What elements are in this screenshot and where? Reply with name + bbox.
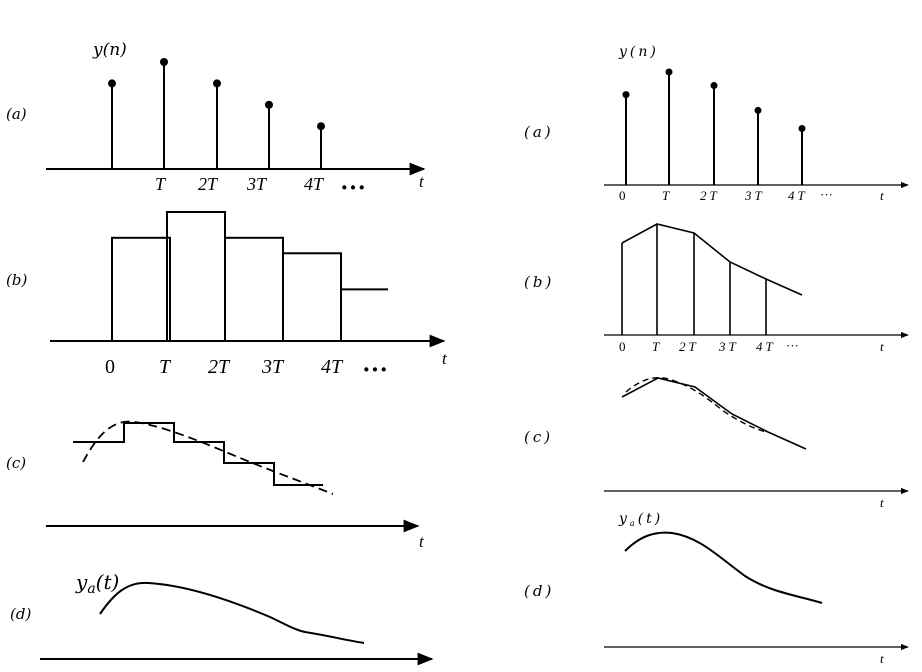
left-a-sample-dot-3 bbox=[265, 100, 273, 109]
right-panel-d-analog-curve bbox=[624, 531, 823, 604]
right-panel-d-axis-label: t bbox=[880, 651, 884, 666]
right-panel-c-dashed-curve bbox=[625, 376, 767, 433]
left-panel-a-axis-label: t bbox=[419, 172, 425, 191]
left-panel-a-tick-2T: 2T bbox=[198, 174, 219, 194]
left-a-sample-dot-4 bbox=[317, 122, 325, 131]
left-panel-b: (b) 0 T 2T 3T 4T ··· t bbox=[6, 211, 448, 384]
right-panel-a-tick-2T: 2T bbox=[700, 188, 720, 203]
left-panel-a-stems bbox=[108, 58, 325, 169]
left-panel-b-tick-2T: 2T bbox=[208, 356, 231, 378]
left-panel-b-label: (b) bbox=[6, 271, 27, 289]
left-b-hold-bar-0 bbox=[111, 236, 171, 342]
left-panel-c-staircase bbox=[73, 422, 323, 486]
right-panel-c-axis-label: t bbox=[880, 495, 884, 510]
left-panel-b-ellipsis: ··· bbox=[362, 355, 388, 384]
right-panel-d: (d) ya(t) t bbox=[524, 511, 909, 666]
left-a-sample-dot-1 bbox=[160, 58, 168, 66]
left-panel-b-tick-T: T bbox=[159, 356, 172, 378]
left-panel-a-tick-T: T bbox=[155, 174, 167, 194]
left-panel-a-ellipsis: ··· bbox=[340, 173, 366, 202]
right-panel-a-ylabel: y(n) bbox=[618, 44, 659, 60]
right-panel-b-tick-2T: 2T bbox=[679, 339, 699, 354]
left-panel-d-label: (d) bbox=[10, 605, 31, 623]
right-panel-c: (c) t bbox=[524, 376, 909, 510]
left-panel-a-tick-3T: 3T bbox=[246, 174, 268, 194]
right-panel-c-label: (c) bbox=[524, 428, 553, 446]
left-panel-a: (a) y(n) T 2T 3T 4T ··· t bbox=[6, 40, 426, 202]
right-panel-b: (b) 0 T 2T 3T 4T ··· t bbox=[524, 223, 909, 354]
right-a-sample-dot-3 bbox=[754, 106, 762, 114]
left-panel-d-analog-curve bbox=[99, 581, 365, 644]
right-panel-c-polyline bbox=[621, 377, 807, 450]
right-panel-d-label: (d) bbox=[524, 582, 554, 600]
left-b-hold-bar-1 bbox=[166, 211, 226, 342]
right-panel-b-tick-T: T bbox=[652, 339, 660, 354]
right-panel-b-label: (b) bbox=[524, 273, 554, 291]
right-panel-b-axis-label: t bbox=[880, 339, 884, 354]
left-panel-a-tick-4T: 4T bbox=[304, 174, 325, 194]
left-panel-b-axis-label: t bbox=[442, 349, 448, 368]
right-panel-a-ellipsis: ··· bbox=[820, 187, 833, 202]
left-panel-b-staircase bbox=[111, 211, 388, 342]
right-panel-a-tick-T: T bbox=[662, 188, 670, 203]
left-panel-b-tick-0: 0 bbox=[105, 356, 115, 378]
left-a-sample-dot-0 bbox=[108, 79, 116, 88]
left-panel-d-curve-label: ya(t) bbox=[75, 570, 119, 597]
right-panel-d-curve-label: ya(t) bbox=[618, 511, 663, 528]
left-panel-c-axis-label: t bbox=[419, 532, 425, 551]
left-b-hold-bar-2 bbox=[224, 236, 284, 342]
left-panel-c-label: (c) bbox=[6, 454, 26, 472]
left-panel-a-label: (a) bbox=[6, 105, 27, 123]
left-panel-a-ylabel: y(n) bbox=[92, 40, 127, 60]
right-panel-b-linear-interpolation bbox=[621, 223, 803, 296]
left-panel-c-dashed-curve bbox=[82, 420, 334, 495]
right-panel-b-tick-4T: 4T bbox=[756, 339, 776, 354]
right-panel-b-tick-3T: 3T bbox=[718, 339, 739, 354]
right-panel-a: (a) y(n) 0 T 2T 3T 4T ··· t bbox=[524, 44, 909, 203]
right-a-sample-dot-1 bbox=[665, 68, 673, 76]
left-a-sample-dot-2 bbox=[213, 79, 221, 88]
right-panel-b-tick-0: 0 bbox=[619, 339, 626, 354]
right-panel-a-label: (a) bbox=[524, 123, 554, 141]
left-panel-d: (d) ya(t) bbox=[10, 570, 434, 666]
right-panel-a-tick-3T: 3T bbox=[744, 188, 765, 203]
left-b-hold-bar-3 bbox=[282, 252, 342, 342]
right-panel-a-axis-label: t bbox=[880, 188, 884, 203]
right-panel-a-tick-0: 0 bbox=[619, 188, 626, 203]
right-a-sample-dot-2 bbox=[710, 82, 718, 90]
right-panel-a-stems bbox=[622, 68, 806, 185]
left-panel-b-tick-4T: 4T bbox=[321, 356, 344, 378]
right-a-sample-dot-4 bbox=[798, 125, 806, 132]
right-panel-b-ellipsis: ··· bbox=[786, 338, 799, 353]
right-panel-a-tick-4T: 4T bbox=[788, 188, 808, 203]
left-panel-b-tick-3T: 3T bbox=[261, 356, 285, 378]
right-a-sample-dot-0 bbox=[622, 91, 630, 99]
left-panel-c: (c) t bbox=[6, 420, 425, 551]
